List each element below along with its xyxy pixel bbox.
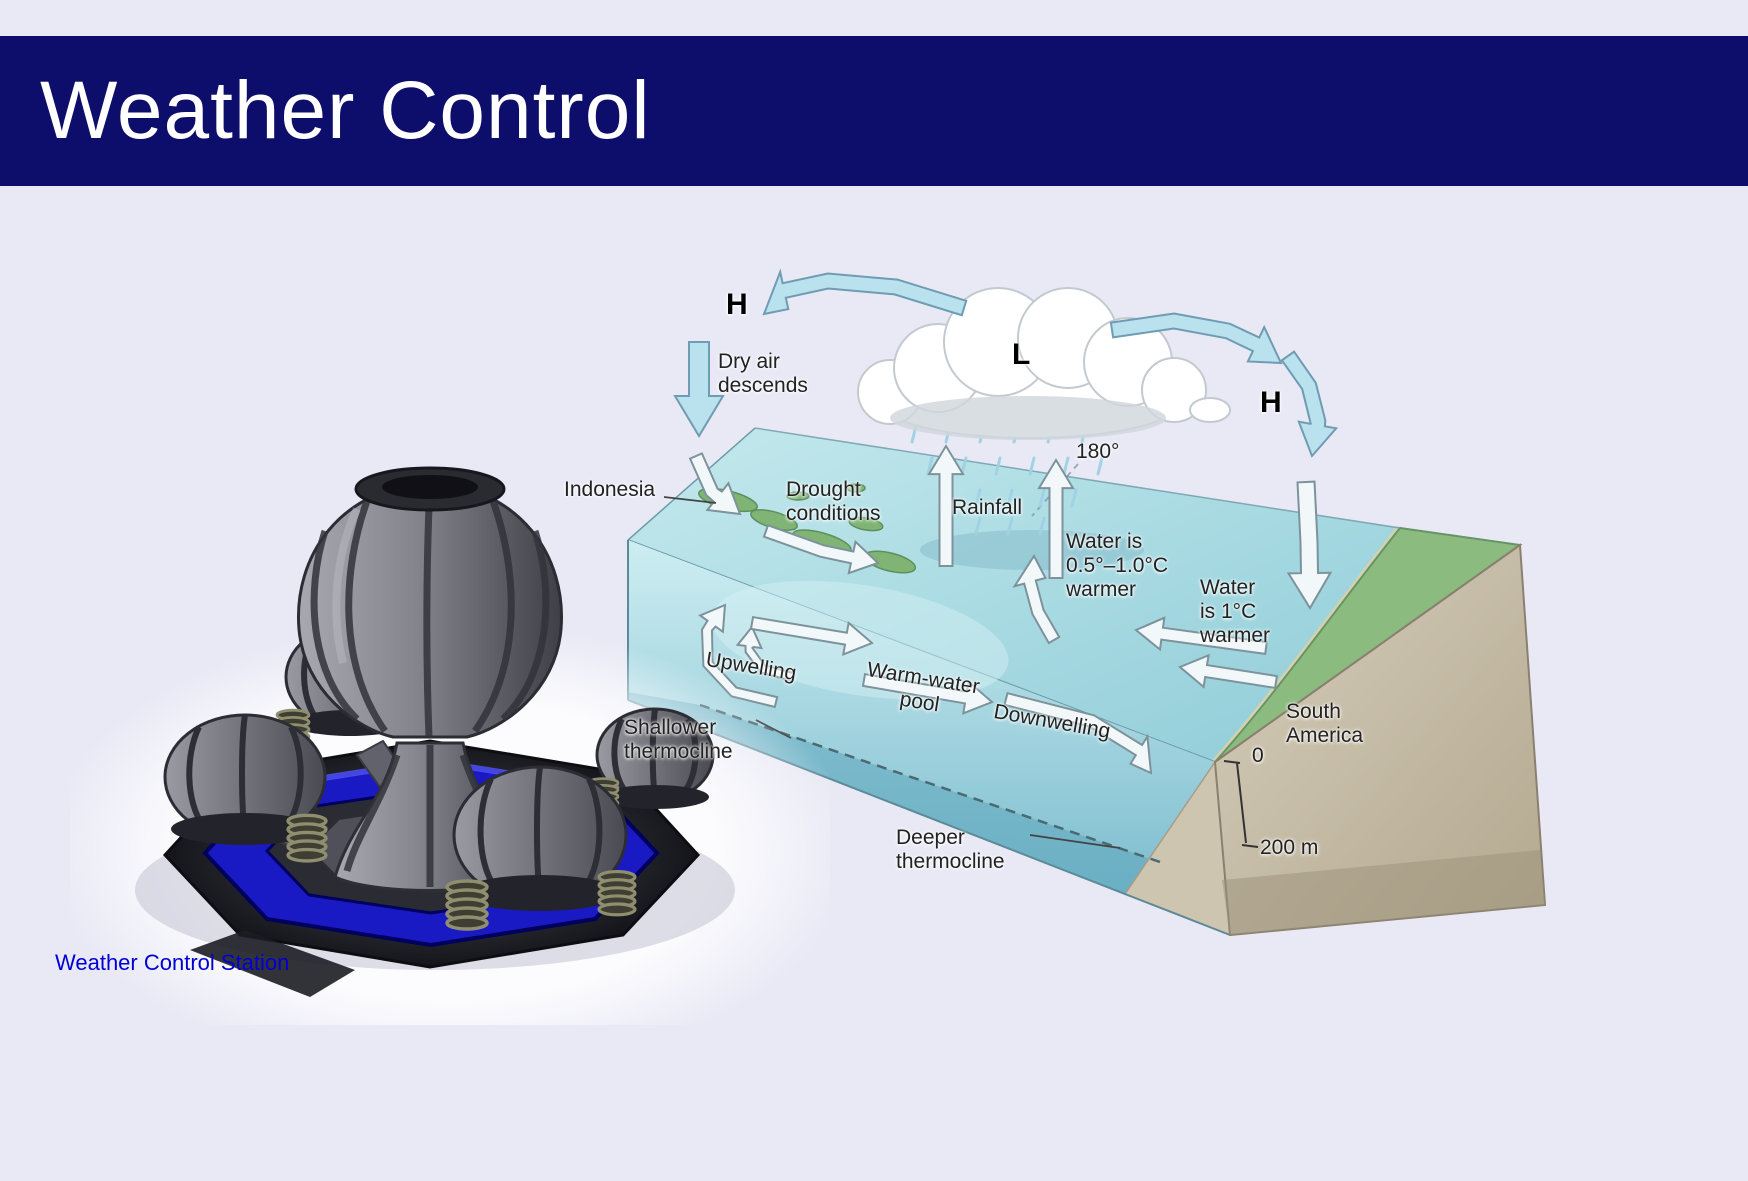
cloud-shadow [920, 530, 1144, 570]
indonesia-label: Indonesia [564, 478, 656, 501]
rainfall-convection-arrow-1 [927, 444, 965, 567]
water-warmer-mid-label: Water is 0.5°–1.0°C warmer [1066, 530, 1169, 602]
surface-flow-west-arrow-2 [1178, 653, 1279, 690]
station-pod-left [163, 713, 328, 863]
page-title: Weather Control [40, 65, 651, 156]
warm-pool-flow-arrow-2 [861, 672, 994, 715]
descending-air-sea-arrow [1286, 480, 1333, 610]
deeper-thermocline-label: Deeper thermocline [896, 826, 1005, 874]
east-descent-arrow [1280, 350, 1339, 458]
drought-surface-arrow [762, 524, 880, 575]
pressure-high-west-label: H [726, 288, 748, 321]
upper-flow-east-arrow [1109, 312, 1283, 365]
drought-label: Drought conditions [786, 478, 881, 526]
shallower-thermocline-label: Shallower thermocline [624, 716, 733, 764]
image-caption: Weather Control Station [55, 950, 290, 975]
upper-flow-west-arrow [762, 268, 968, 317]
pressure-high-east-label: H [1260, 386, 1282, 419]
south-america-side [1213, 543, 1547, 937]
south-america-label: South America [1286, 700, 1364, 748]
depth-200m-label: 200 m [1260, 836, 1319, 859]
meridian-label: 180° [1076, 440, 1120, 463]
depth-zero-label: 0 [1252, 744, 1264, 767]
dry-air-descent-arrow [673, 341, 725, 438]
weather-station-image [70, 425, 830, 1025]
header-bar: Weather Control [0, 36, 1748, 186]
rainfall-label: Rainfall [952, 496, 1023, 519]
dry-air-label: Dry air descends [718, 350, 808, 398]
thermocline-line [699, 703, 1161, 864]
surface-flow-west-arrow-1 [1134, 616, 1268, 656]
pressure-low-label: L [1012, 338, 1031, 371]
warming-up-arrow [1012, 554, 1061, 645]
station-pod-front [445, 765, 637, 931]
station-front-wedge [190, 930, 355, 997]
south-america-coast [1212, 525, 1523, 765]
water-warmer-east-label: Water is 1°C warmer [1200, 576, 1271, 648]
station-pod-right [586, 707, 715, 816]
weather-station-art [135, 466, 735, 997]
rainfall-convection-arrow-2 [1037, 458, 1075, 579]
ocean-surface [627, 427, 1523, 765]
downwelling-arrow [1003, 691, 1153, 775]
descent-to-surface-arrow [688, 452, 742, 516]
storm-cloud-icon [857, 287, 1231, 440]
depth-scale [1223, 760, 1259, 848]
circulation-arrows [673, 268, 1339, 775]
